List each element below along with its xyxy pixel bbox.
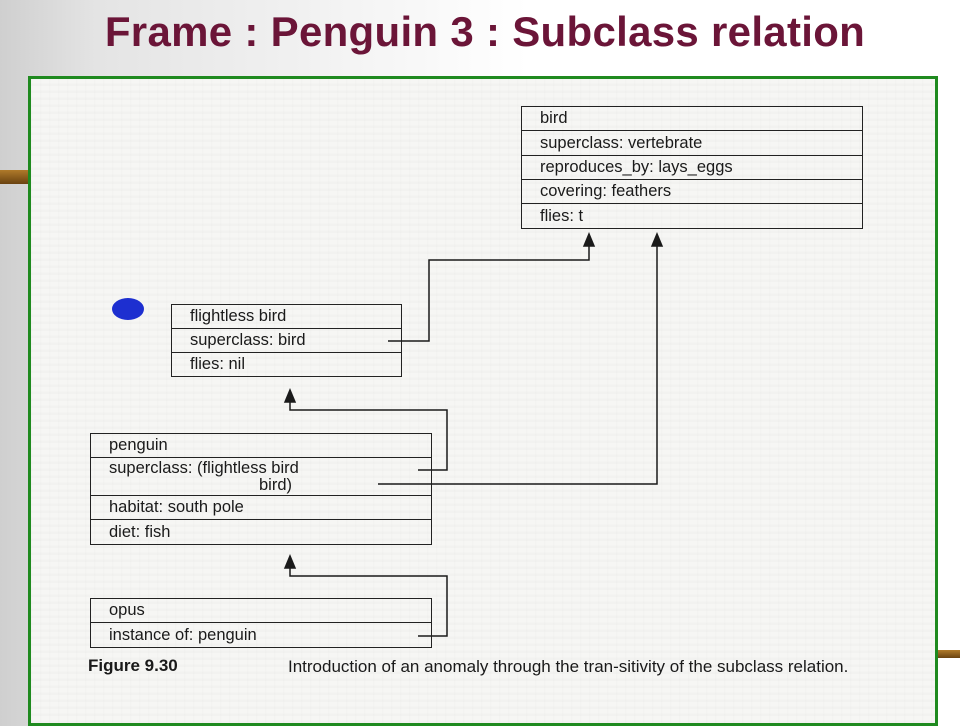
frame-opus: opus instance of: penguin [90, 598, 432, 648]
right-accent-bar [938, 650, 960, 658]
frame-flightless-bird-name: flightless bird [171, 304, 402, 329]
frame-flightless-bird-slot-flies: flies: nil [171, 353, 402, 377]
edge-flightless-to-bird [388, 236, 590, 342]
frame-penguin-slot-superclass: superclass: (flightless bird bird) [90, 458, 432, 496]
slide-title: Frame : Penguin 3 : Subclass relation [104, 8, 866, 55]
frame-penguin-slot-habitat: habitat: south pole [90, 496, 432, 520]
frame-bird: bird superclass: vertebrate reproduces_b… [521, 106, 863, 229]
edge-opus-to-penguin [289, 558, 448, 637]
frame-bird-slot-covering: covering: feathers [521, 180, 863, 204]
figure-frame [28, 76, 938, 726]
frame-flightless-bird: flightless bird superclass: bird flies: … [171, 304, 402, 377]
frame-bird-name: bird [521, 106, 863, 131]
bullet-dot [112, 298, 144, 320]
frame-opus-name: opus [90, 598, 432, 623]
frame-penguin-name: penguin [90, 433, 432, 458]
arrow-opus-to-penguin [283, 554, 297, 569]
arrow-penguin-to-bird [650, 232, 664, 247]
figure-label: Figure 9.30 [88, 656, 178, 675]
edge-penguin-to-flightless [289, 392, 448, 471]
figure-caption-text: Introduction of an anomaly through the t… [288, 657, 849, 676]
frame-penguin-superclass-line1: superclass: (flightless bird [109, 459, 299, 477]
left-accent-bar [0, 170, 28, 184]
frame-penguin: penguin superclass: (flightless bird bir… [90, 433, 432, 545]
scan-texture [31, 79, 935, 723]
frame-penguin-superclass-line2: bird) [259, 475, 293, 494]
frame-penguin-slot-diet: diet: fish [90, 520, 432, 545]
frame-bird-slot-superclass: superclass: vertebrate [521, 131, 863, 156]
frame-bird-slot-reproduces: reproduces_by: lays_eggs [521, 156, 863, 180]
arrow-flightless-to-bird [582, 232, 596, 247]
edge-penguin-to-bird [378, 236, 658, 485]
frame-bird-slot-flies: flies: t [521, 204, 863, 229]
arrow-penguin-to-flightless [283, 388, 297, 403]
